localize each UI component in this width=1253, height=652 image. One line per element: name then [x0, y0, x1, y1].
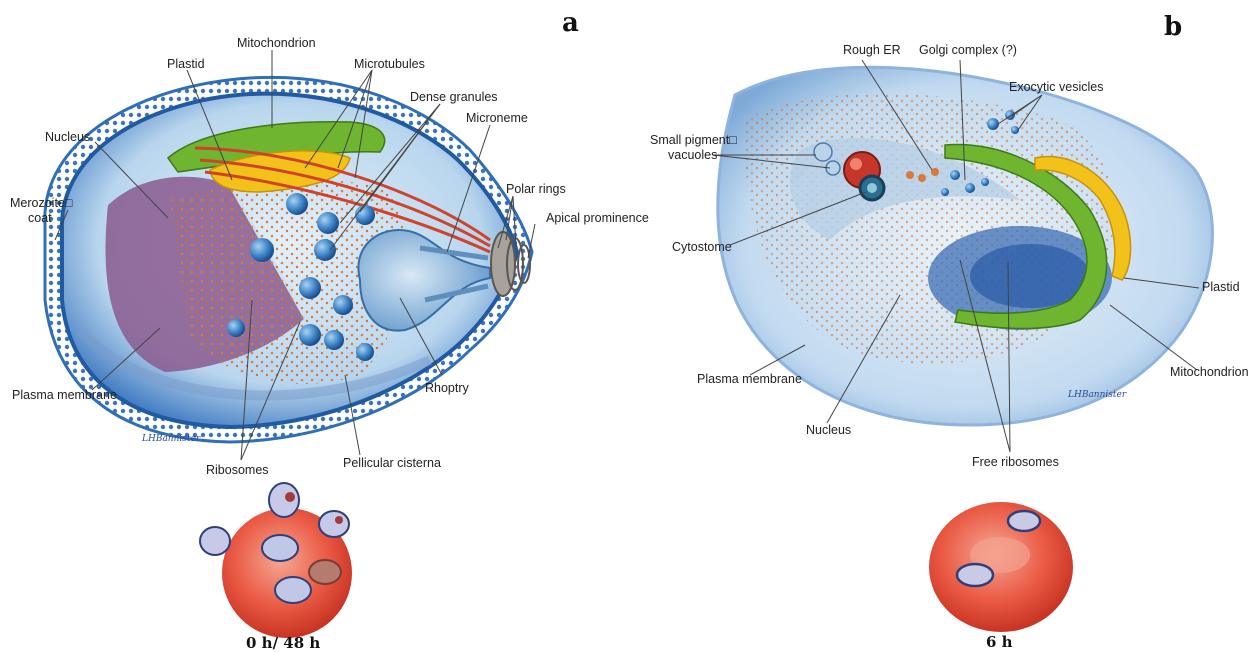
- label-plasma-membrane-b: Plasma membrane: [697, 372, 802, 386]
- label-rough-er-b: Rough ER: [843, 43, 901, 57]
- label-plastid-b: Plastid: [1202, 280, 1240, 294]
- signature-a: LHBannister: [142, 434, 200, 444]
- label-plastid-a: Plastid: [167, 57, 205, 71]
- label-dense-granules-a: Dense granules: [410, 90, 498, 104]
- caption-a: 0 h/ 48 h: [246, 634, 320, 652]
- label-pellicular-cisterna-a: Pellicular cisterna: [343, 456, 441, 470]
- label-microneme-a: Microneme: [466, 111, 528, 125]
- panel-letter-b: b: [1164, 12, 1182, 42]
- label-merozoite-coat-line2: coat: [28, 211, 52, 225]
- label-small-pigment-line2: vacuoles: [668, 148, 717, 162]
- label-apical-prominence-a: Apical prominence: [546, 211, 649, 225]
- label-mitochondrion-b: Mitochondrion: [1170, 365, 1249, 379]
- label-mitochondrion-a: Mitochondrion: [237, 36, 316, 50]
- label-exocytic-vesicles-b: Exocytic vesicles: [1009, 80, 1103, 94]
- label-polar-rings-a: Polar rings: [506, 182, 566, 196]
- label-free-ribosomes-b: Free ribosomes: [972, 455, 1059, 469]
- label-ribosomes-a: Ribosomes: [206, 463, 269, 477]
- label-golgi-complex-b: Golgi complex (?): [919, 43, 1017, 57]
- label-plasma-membrane-a: Plasma membrane: [12, 388, 117, 402]
- panel-letter-a: a: [562, 8, 579, 38]
- label-small-pigment-line1: Small pigment□: [650, 133, 737, 147]
- rbc-6h-illustration: [929, 502, 1073, 632]
- label-nucleus-a: Nucleus: [45, 130, 90, 144]
- caption-b: 6 h: [986, 633, 1013, 651]
- rbc-0h-illustration: [200, 483, 352, 638]
- label-nucleus-b: Nucleus: [806, 423, 851, 437]
- label-merozoite-coat-line1: Merozoite□: [10, 196, 72, 210]
- label-rhoptry-a: Rhoptry: [425, 381, 469, 395]
- trophozoite-cytostome: [860, 176, 884, 200]
- signature-b: LHBannister: [1068, 390, 1126, 400]
- label-cytostome-b: Cytostome: [672, 240, 732, 254]
- label-microtubules-a: Microtubules: [354, 57, 425, 71]
